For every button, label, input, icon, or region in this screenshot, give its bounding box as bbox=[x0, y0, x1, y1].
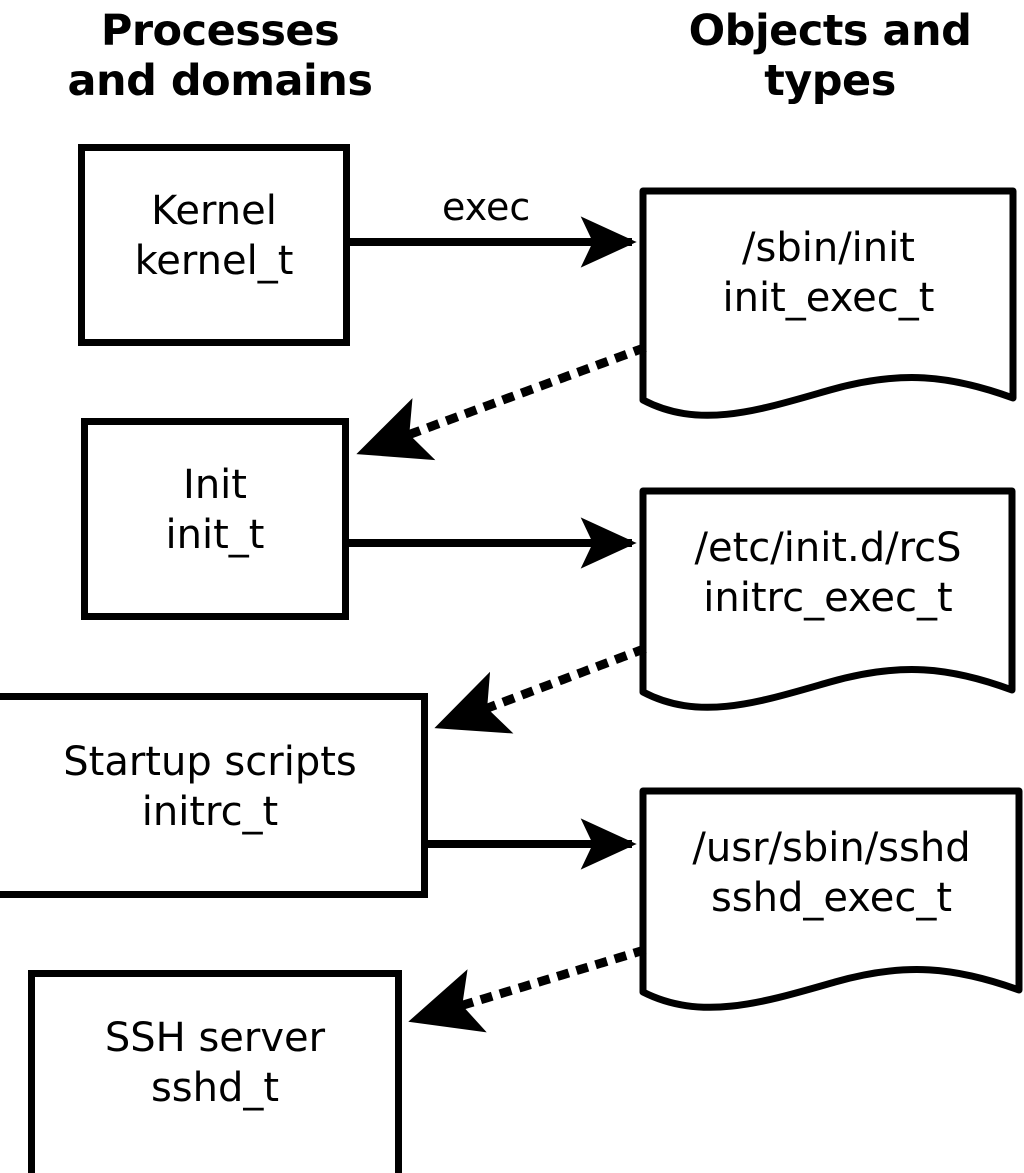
edge-transition-init-exec-to-init bbox=[356, 343, 647, 461]
column-header-objects: Objects and types bbox=[688, 6, 972, 106]
column-header-processes: Processes and domains bbox=[67, 6, 373, 106]
edge-transition-initrc-exec-to-initrc bbox=[434, 644, 647, 734]
object-doc-init-exec[interactable] bbox=[639, 187, 1017, 419]
edge-transition-sshd-exec-to-sshd bbox=[408, 945, 647, 1033]
process-box-sshd[interactable] bbox=[28, 970, 402, 1173]
object-doc-initrc-exec[interactable] bbox=[639, 487, 1016, 711]
process-box-kernel[interactable] bbox=[78, 144, 350, 346]
edge-label-exec: exec bbox=[442, 185, 531, 229]
process-box-init[interactable] bbox=[81, 418, 349, 620]
process-box-initrc[interactable] bbox=[0, 693, 428, 898]
object-doc-sshd-exec[interactable] bbox=[639, 787, 1023, 1011]
